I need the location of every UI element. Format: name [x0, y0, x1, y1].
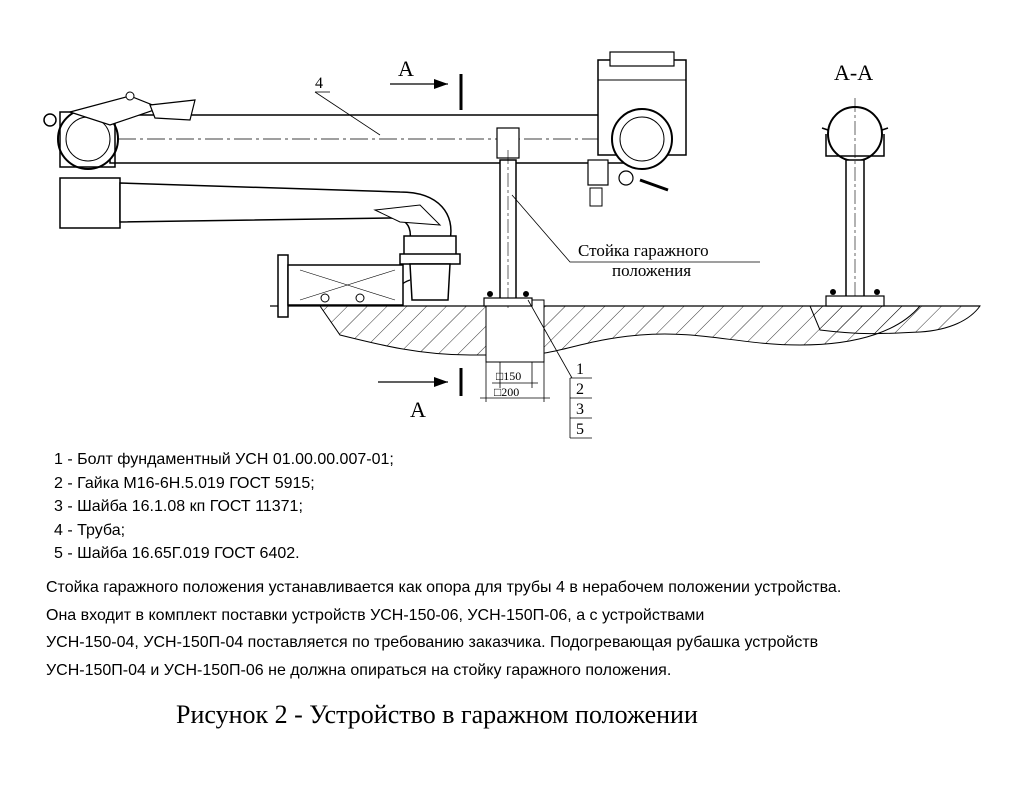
- section-mark-top: А: [398, 56, 414, 81]
- section-mark-bottom: А: [410, 397, 426, 422]
- stand-label-line1: Стойка гаражного: [578, 241, 709, 260]
- callout-number-1: 1: [576, 361, 584, 378]
- main-pipe: [60, 114, 680, 164]
- dimension-lines: [480, 362, 550, 402]
- legend-item-5: 5 - Шайба 16.65Г.019 ГОСТ 6402.: [54, 545, 300, 563]
- right-swivel-joint: [587, 51, 687, 207]
- legend-item-3: 3 - Шайба 16.1.08 кп ГОСТ 11371;: [54, 498, 303, 516]
- section-title: А-А: [834, 60, 873, 85]
- left-swivel-joint: [43, 91, 196, 170]
- legend-item-2: 2 - Гайка М16-6Н.5.019 ГОСТ 5915;: [54, 474, 315, 492]
- callout-pipe-label: 4: [315, 75, 323, 92]
- legend: 1 - Болт фундаментный УСН 01.00.00.007-0…: [46, 448, 1006, 566]
- lower-bent-pipe: [59, 177, 461, 307]
- ground-hatch: [319, 305, 922, 356]
- note-line-1: Стойка гаражного положения устанавливает…: [46, 579, 842, 596]
- callout-number-2: 2: [576, 381, 584, 398]
- technical-drawing: А А А-А 4 Стойка гаражного положения □15…: [43, 51, 981, 439]
- legend-item-1: 1 - Болт фундаментный УСН 01.00.00.007-0…: [54, 451, 394, 468]
- dimension-200: □200: [494, 385, 519, 399]
- section-arrow-top: [390, 74, 463, 110]
- callout-number-3: 3: [576, 401, 584, 418]
- leader-pipe-4: [314, 91, 381, 136]
- leader-fasteners: [527, 299, 573, 379]
- section-view: [809, 98, 981, 335]
- figure-caption: Рисунок 2 - Устройство в гаражном положе…: [176, 700, 698, 729]
- callout-number-5: 5: [576, 421, 584, 438]
- note-line-2: Она входит в комплект поставки устройств…: [46, 606, 705, 624]
- foundation-block: [485, 299, 545, 363]
- stand-label-line2: положения: [612, 261, 691, 280]
- outlet-pipe: [277, 254, 404, 318]
- dimension-150: □150: [496, 369, 521, 383]
- section-arrow-bottom: [378, 368, 463, 396]
- callout-table: [569, 377, 592, 439]
- legend-item-4: 4 - Труба;: [54, 521, 126, 539]
- installation-note: Стойка гаражного положения устанавливает…: [46, 574, 1006, 684]
- note-line-4: УСН-150П-04 и УСН-150П-06 не должна опир…: [46, 661, 672, 679]
- leader-stand: [511, 194, 760, 263]
- note-line-3: УСН-150-04, УСН-150П-04 поставляется по …: [46, 634, 819, 652]
